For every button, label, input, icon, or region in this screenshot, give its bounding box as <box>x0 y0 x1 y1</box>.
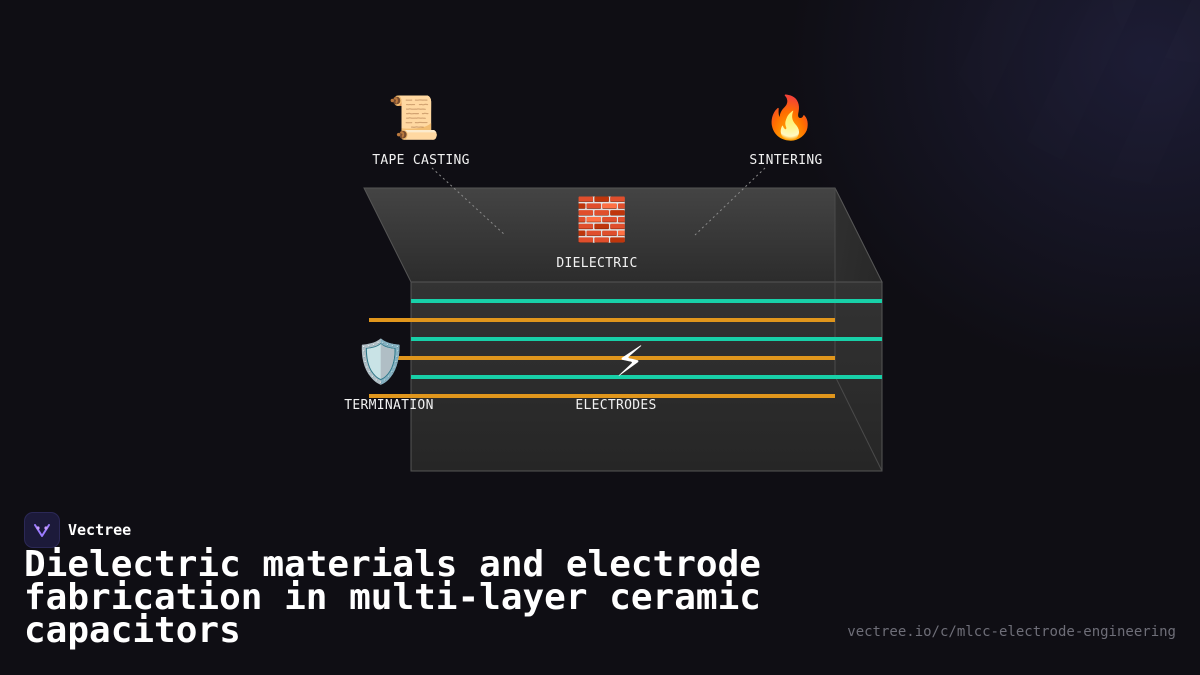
label-dielectric: DIELECTRIC <box>556 256 638 271</box>
vectree-logo-icon <box>24 512 60 548</box>
label-electrodes: ELECTRODES <box>575 398 657 413</box>
connector-tape-casting <box>431 167 506 236</box>
connector-sintering <box>694 167 766 236</box>
brick-icon: 🧱 <box>575 195 629 244</box>
lightning-icon: ⚡ <box>615 337 645 386</box>
page-url[interactable]: vectree.io/c/mlcc-electrode-engineering <box>847 624 1176 640</box>
label-termination: TERMINATION <box>344 398 434 413</box>
scroll-icon: 📜 <box>387 93 441 142</box>
page-title: Dielectric materials and electrode fabri… <box>24 544 761 651</box>
block-inner-edge-diagonal <box>834 375 883 472</box>
label-tape-casting: TAPE CASTING <box>372 153 470 168</box>
brand-name: Vectree <box>68 521 132 539</box>
shield-icon: 🛡️ <box>354 337 408 386</box>
fire-icon: 🔥 <box>763 93 817 142</box>
label-sintering: SINTERING <box>749 153 823 168</box>
brand: Vectree <box>24 512 131 548</box>
